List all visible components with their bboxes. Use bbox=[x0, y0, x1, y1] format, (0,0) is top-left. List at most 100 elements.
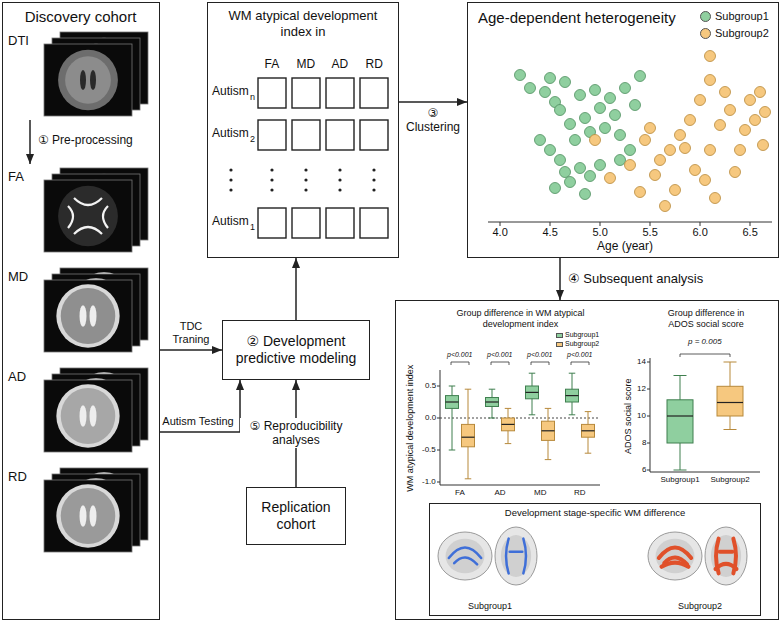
brain-ventricle bbox=[90, 505, 97, 527]
data-point bbox=[580, 113, 591, 124]
node-text: Development stage-specific WM difference bbox=[430, 507, 760, 518]
node-text: Replication cohort bbox=[250, 499, 342, 533]
image-label: DTI bbox=[8, 34, 29, 49]
image-frame bbox=[44, 480, 132, 552]
index-cell bbox=[292, 208, 320, 238]
ellipsis-dot bbox=[270, 188, 273, 191]
brain-csf bbox=[56, 384, 119, 447]
box bbox=[582, 424, 595, 437]
box bbox=[462, 424, 475, 446]
tick-label: 0.0 bbox=[425, 413, 436, 422]
row-subscript: 1 bbox=[250, 222, 255, 232]
edge-label: TDC Traning bbox=[162, 320, 220, 346]
connector bbox=[160, 349, 222, 351]
whisker-cap bbox=[545, 459, 552, 460]
connector bbox=[399, 101, 467, 103]
category-label: Subgroup2 bbox=[711, 475, 750, 484]
brain-slice bbox=[61, 388, 116, 444]
glass-brain bbox=[711, 535, 741, 577]
data-point bbox=[720, 87, 731, 98]
data-point bbox=[590, 85, 601, 96]
data-point bbox=[555, 105, 566, 116]
node-text: ② Development predictive modeling bbox=[226, 333, 366, 367]
axis-tick bbox=[750, 222, 751, 226]
ellipsis-dot bbox=[270, 178, 273, 181]
whisker-cap bbox=[449, 450, 456, 451]
category-label: FA bbox=[455, 488, 465, 497]
brain-ventricle bbox=[80, 405, 87, 427]
tick-label: 8 bbox=[642, 438, 646, 447]
median-line bbox=[582, 430, 595, 431]
median-line bbox=[566, 395, 579, 396]
index-cell bbox=[292, 120, 320, 150]
edge-label: ③ Clustering bbox=[400, 106, 466, 135]
brain-panel: Development stage-specific WM difference… bbox=[429, 503, 761, 616]
whisker-cap bbox=[505, 408, 512, 409]
axis-title: Age (year) bbox=[597, 240, 653, 254]
image-frame bbox=[44, 180, 132, 252]
wm-tract bbox=[506, 539, 509, 574]
tick-label: 4.5 bbox=[543, 226, 558, 239]
ellipsis-dot bbox=[338, 168, 341, 171]
axis-tick bbox=[647, 416, 650, 417]
legend-swatch bbox=[700, 11, 711, 22]
p-value: p<0.001 bbox=[527, 351, 553, 359]
tick-label: 10 bbox=[637, 411, 646, 420]
node-text: Subgroup2 bbox=[655, 601, 745, 612]
image-label: RD bbox=[8, 470, 27, 485]
axis-tick bbox=[647, 389, 650, 390]
image-label: FA bbox=[8, 170, 24, 185]
whisker-cap bbox=[724, 362, 737, 363]
axis-tick bbox=[647, 443, 650, 444]
tick-label: -1.0 bbox=[422, 477, 436, 486]
tick-label: 4.0 bbox=[493, 226, 508, 239]
median-line bbox=[502, 424, 515, 425]
node-text: WM atypical development index in bbox=[214, 8, 392, 39]
connector bbox=[160, 380, 240, 432]
legend-text: Subgroup1 bbox=[565, 331, 599, 339]
whisker-cap bbox=[529, 373, 536, 374]
tick-label: 6.5 bbox=[743, 226, 758, 239]
p-value: p = 0.005 bbox=[688, 337, 722, 346]
index-cell bbox=[326, 120, 354, 150]
tick-label: 12 bbox=[637, 384, 646, 393]
ellipsis-dot bbox=[338, 178, 341, 181]
brain-ventricle bbox=[80, 70, 86, 90]
data-point bbox=[625, 145, 636, 156]
whisker-cap bbox=[545, 408, 552, 409]
tick-label: 5.0 bbox=[593, 226, 608, 239]
legend-text: Subgroup1 bbox=[715, 10, 769, 23]
column-header: AD bbox=[332, 58, 349, 72]
data-point bbox=[680, 143, 691, 154]
wm-tract bbox=[510, 550, 523, 553]
ellipsis-dot bbox=[372, 188, 375, 191]
x-axis bbox=[440, 485, 600, 486]
box bbox=[717, 386, 743, 416]
data-point bbox=[635, 187, 646, 198]
node-text: Group difference in WM atypical developm… bbox=[453, 308, 588, 330]
glass-brain bbox=[495, 527, 537, 585]
data-point bbox=[515, 70, 526, 81]
data-point bbox=[560, 167, 571, 178]
index-cell bbox=[326, 208, 354, 238]
legend-item: Subgroup1 bbox=[700, 10, 769, 23]
whisker-cap bbox=[465, 478, 472, 479]
data-point bbox=[655, 155, 666, 166]
image-label: AD bbox=[8, 370, 26, 385]
data-point bbox=[645, 123, 656, 134]
step-arrow bbox=[29, 120, 31, 164]
data-point bbox=[660, 201, 671, 212]
axis-tick bbox=[700, 222, 701, 226]
process-box: ② Development predictive modeling bbox=[222, 320, 370, 380]
row-subscript: 2 bbox=[250, 134, 255, 144]
data-point bbox=[705, 51, 716, 62]
data-point bbox=[560, 77, 571, 88]
index-cell bbox=[360, 120, 388, 150]
category-label: RD bbox=[574, 488, 586, 497]
legend-item: Subgroup2 bbox=[556, 340, 599, 348]
glass-brain bbox=[438, 532, 492, 580]
tick-label: 14 bbox=[637, 357, 646, 366]
glass-brain bbox=[648, 532, 702, 580]
